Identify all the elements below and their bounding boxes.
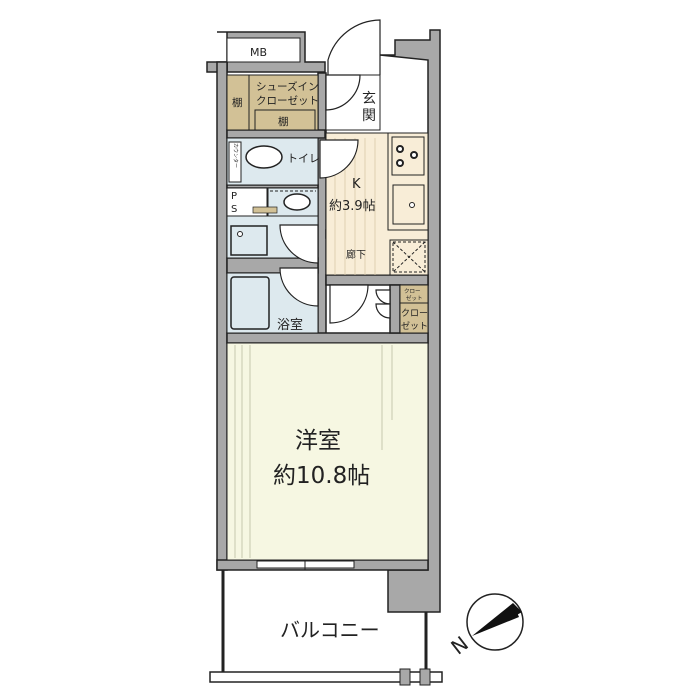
kitchen-label: K	[352, 177, 361, 192]
bathtub	[230, 276, 270, 330]
entrance-label: 玄	[362, 90, 376, 107]
mb-room	[226, 37, 301, 63]
mb-label: MB	[250, 46, 267, 59]
compass-icon	[466, 593, 524, 651]
closet-label-2: ゼット	[401, 320, 428, 332]
counter-label: カウンター	[232, 143, 239, 168]
shoe-closet-label-2: クローゼット	[256, 95, 319, 107]
toilet-bowl	[245, 145, 283, 169]
shelf-bottom-label: 棚	[278, 115, 289, 128]
bathroom-label: 浴室	[277, 317, 303, 333]
ps-shaft	[226, 187, 268, 217]
shelf-left-label: 棚	[232, 96, 243, 109]
stove	[391, 136, 425, 176]
shower-tray	[230, 225, 268, 256]
closet	[399, 302, 429, 334]
shoe-closet-label: シューズイン	[256, 80, 318, 93]
ps-label-2: S	[231, 204, 237, 215]
compass-north-label: N	[446, 631, 473, 659]
balcony-rail	[209, 671, 443, 683]
ps-label: P	[231, 191, 237, 202]
hallway-label: 廊下	[346, 248, 366, 261]
doors	[279, 19, 391, 324]
western-room-label: 洋室	[295, 428, 341, 454]
sink	[392, 184, 425, 225]
toilet-label: トイレ	[287, 152, 320, 165]
wash-basin	[283, 193, 311, 211]
small-closet-label-2: ゼット	[406, 294, 423, 302]
closet-label: クロー	[401, 308, 428, 319]
western-room	[226, 342, 429, 561]
western-room-size: 約10.8帖	[273, 463, 370, 489]
washing-machine-space	[392, 241, 426, 273]
kitchen-size: 約3.9帖	[329, 199, 376, 214]
entrance-label-2: 関	[362, 108, 376, 124]
balcony-label: バルコニー	[280, 618, 380, 642]
small-closet-label: クロー	[404, 288, 421, 295]
